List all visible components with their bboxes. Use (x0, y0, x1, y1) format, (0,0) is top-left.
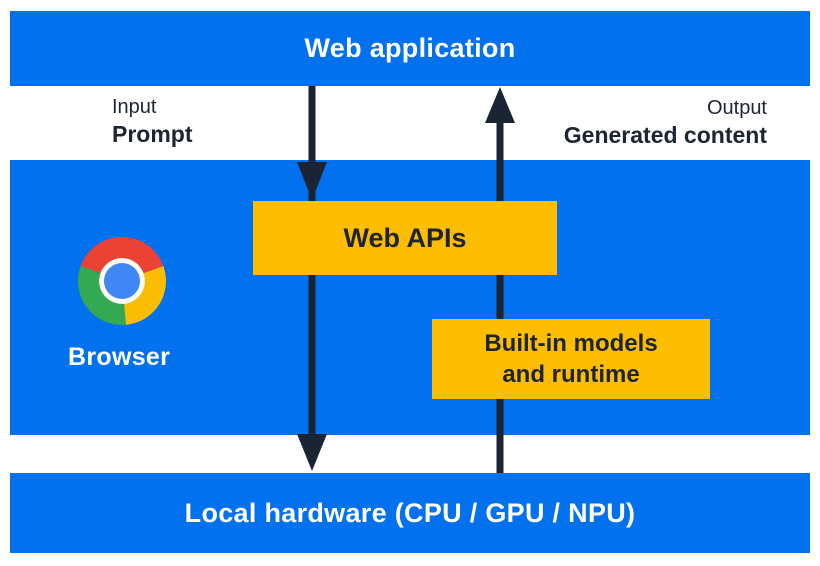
output-annotation: Output Generated content (564, 96, 767, 149)
builtin-models-label-line1: Built-in models (484, 330, 658, 357)
web-apis-box: Web APIs (253, 201, 557, 275)
up-arrowhead-into-web-application (485, 87, 515, 123)
chrome-browser-icon (78, 237, 166, 325)
input-title: Input (112, 96, 157, 118)
browser-label: Browser (68, 343, 171, 371)
web-apis-label: Web APIs (343, 222, 467, 253)
down-arrowhead-into-hardware (297, 434, 327, 471)
local-hardware-layer: Local hardware (CPU / GPU / NPU) (10, 473, 810, 553)
web-application-label: Web application (304, 33, 516, 63)
web-application-layer: Web application (10, 11, 810, 86)
builtin-models-box: Built-in models and runtime (432, 319, 710, 399)
chrome-icon-blue-center (103, 262, 141, 300)
input-annotation: Input Prompt (112, 95, 193, 148)
input-value: Prompt (112, 121, 193, 147)
output-title: Output (706, 97, 767, 119)
builtin-models-label-line2: and runtime (502, 361, 640, 388)
local-hardware-label: Local hardware (CPU / GPU / NPU) (184, 497, 636, 528)
output-value: Generated content (563, 122, 767, 148)
